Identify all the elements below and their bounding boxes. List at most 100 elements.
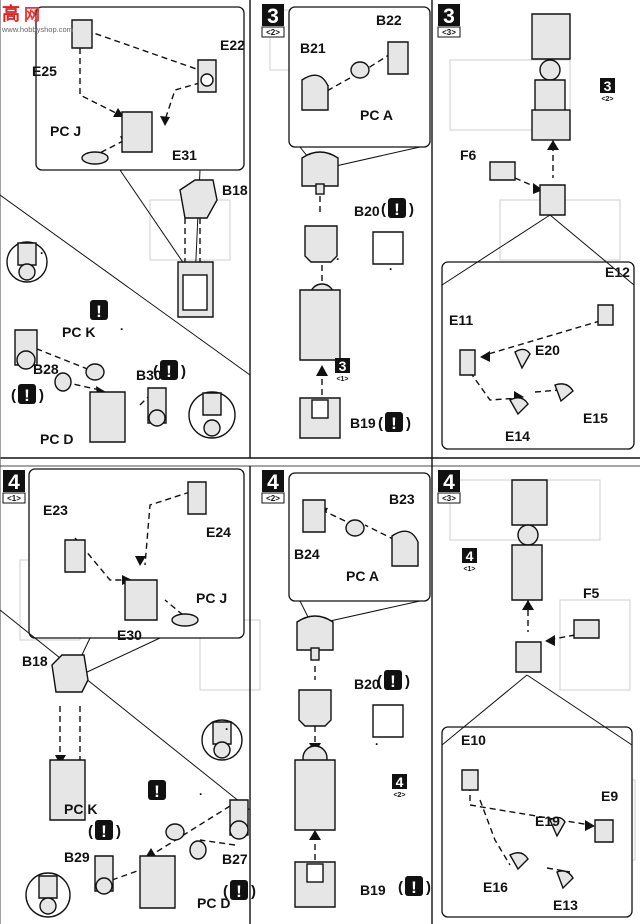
part-b28-joint xyxy=(16,350,36,370)
part-label: E24 xyxy=(206,524,231,540)
step-number: 3 xyxy=(267,5,279,28)
part-b29-joint xyxy=(95,877,113,895)
part-label: B19 xyxy=(350,415,376,431)
part-shoulder-peg xyxy=(310,647,320,661)
part-label: E19 xyxy=(535,813,560,829)
part-f6 xyxy=(489,161,516,181)
part-forearm-block xyxy=(531,109,571,141)
part-e16 xyxy=(509,852,529,871)
part-e25 xyxy=(71,19,93,49)
part-e31 xyxy=(121,111,153,153)
part-detail-ball xyxy=(18,263,36,281)
part-label: E31 xyxy=(172,147,197,163)
step-sub: <2> xyxy=(266,28,280,37)
step-sub: <1> xyxy=(7,494,21,503)
part-b20-detail xyxy=(372,704,404,738)
part-pc-j xyxy=(171,613,199,627)
part-b20 xyxy=(298,689,332,727)
part-pc-k xyxy=(85,363,105,381)
bracket-open: ( xyxy=(381,201,386,218)
step-sub: <3> xyxy=(442,28,456,37)
part-label: F5 xyxy=(583,585,600,601)
part-label: B30 xyxy=(136,367,162,383)
part-detail-joint xyxy=(38,875,58,899)
caution-mark: (!) xyxy=(153,360,186,381)
ref-sub: <1> xyxy=(336,376,348,383)
part-shoulder-joint xyxy=(301,151,339,187)
part-f5 xyxy=(573,619,600,639)
bracket-close: ) xyxy=(181,363,186,380)
ref-number: 3 xyxy=(604,78,612,94)
part-hand xyxy=(539,184,566,216)
part-label: E15 xyxy=(583,410,608,426)
caution-mark: (!) xyxy=(378,412,411,433)
caution-mark: (!) xyxy=(381,198,414,219)
part-label: PC K xyxy=(62,324,95,340)
watermark-logo-glyph: 高 xyxy=(2,3,20,24)
bracket-close: ) xyxy=(426,879,431,896)
part-upper-arm xyxy=(299,289,341,361)
step-number: 4 xyxy=(8,471,20,494)
watermark: 高 网 www.hobbyshop.com xyxy=(1,3,73,34)
part-forearm-top xyxy=(511,479,548,526)
caution-mark: (!) xyxy=(88,820,121,841)
step-sub: <3> xyxy=(442,494,456,503)
part-e20 xyxy=(514,348,531,370)
part-b20 xyxy=(304,225,338,263)
caution-glyph: ! xyxy=(390,672,396,691)
part-e14 xyxy=(509,397,529,416)
ref-badges: 3<2>3<1>4<1>4<2> xyxy=(335,78,615,799)
part-label: B22 xyxy=(376,12,402,28)
part-b22 xyxy=(387,41,409,75)
tick-marks: ....... xyxy=(40,243,392,798)
part-label: B20 xyxy=(354,203,380,219)
bracket-open: ( xyxy=(378,415,383,432)
tick-mark: . xyxy=(336,249,339,263)
step-badge: 4<1> xyxy=(2,470,26,504)
part-e23 xyxy=(64,539,86,573)
ref-sub: <2> xyxy=(601,96,613,103)
step-badges: 3<2>3<3>4<1>4<2>4<3> xyxy=(2,4,461,504)
part-label: PC J xyxy=(50,123,81,139)
caution-glyph: ! xyxy=(411,878,417,897)
part-label: B20 xyxy=(354,676,380,692)
caution-glyph: ! xyxy=(96,302,102,321)
part-label: PC J xyxy=(196,590,227,606)
bracket-open: ( xyxy=(153,363,158,380)
tick-mark: . xyxy=(225,719,228,733)
part-forearm-joint xyxy=(539,59,561,81)
part-pc-k xyxy=(165,823,185,841)
part-leg-joint xyxy=(89,391,126,443)
part-e30 xyxy=(124,579,158,621)
caution-glyph: ! xyxy=(154,782,160,801)
ref-badge: 3<2> xyxy=(600,78,615,103)
ref-badge: 4<1> xyxy=(462,548,477,573)
tick-mark: . xyxy=(389,259,392,273)
bracket-close: ) xyxy=(405,673,410,690)
bracket-close: ) xyxy=(116,823,121,840)
part-label: E20 xyxy=(535,342,560,358)
part-upper-arm xyxy=(294,759,336,831)
bracket-close: ) xyxy=(406,415,411,432)
part-shoulder-peg xyxy=(315,183,325,195)
part-label: PC D xyxy=(40,431,73,447)
ref-number: 4 xyxy=(396,774,404,790)
part-label: B18 xyxy=(222,182,248,198)
part-pc-a xyxy=(345,519,365,537)
part-detail-ball xyxy=(213,741,231,759)
part-e12 xyxy=(597,304,614,326)
part-b19 xyxy=(294,861,336,908)
part-frame-lower xyxy=(49,759,86,821)
caution-glyph: ! xyxy=(236,882,242,901)
step-number: 4 xyxy=(267,471,279,494)
part-label: E25 xyxy=(32,63,57,79)
part-label: E16 xyxy=(483,879,508,895)
tick-mark: . xyxy=(40,243,43,257)
part-b19-slot xyxy=(306,863,324,883)
ref-badge: 4<2> xyxy=(392,774,407,799)
part-shoulder-joint xyxy=(296,615,334,651)
part-b24 xyxy=(302,499,326,533)
bracket-close: ) xyxy=(409,201,414,218)
